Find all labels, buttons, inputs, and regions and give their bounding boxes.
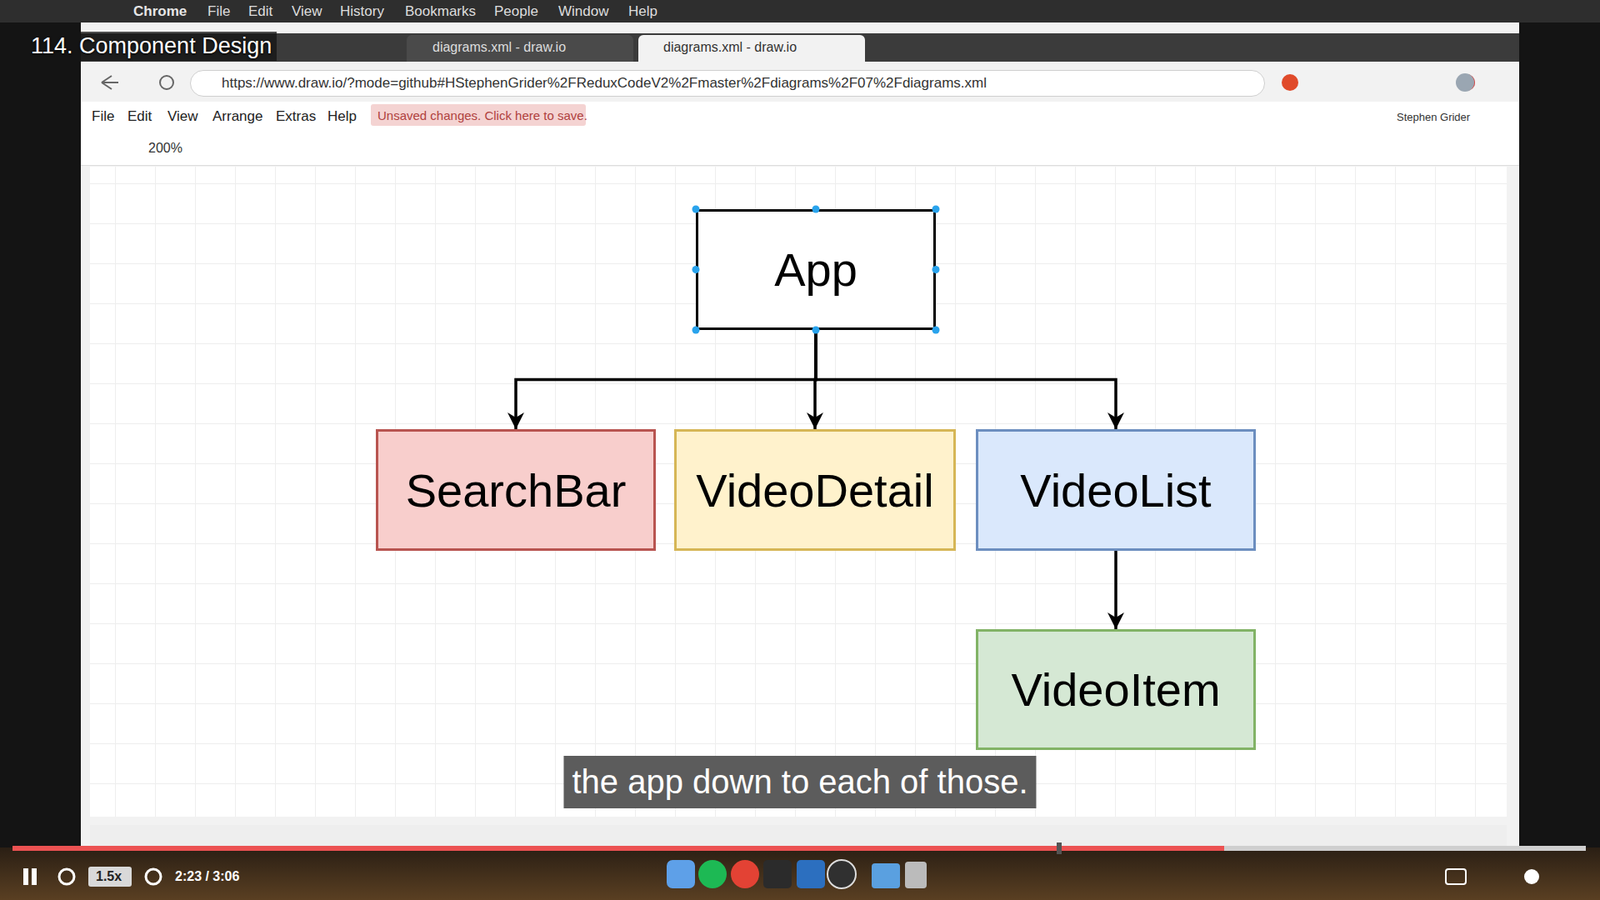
url-text: https://www.draw.io/?mode=github#HStephe… <box>221 75 987 92</box>
os-menu-item: History <box>340 3 385 20</box>
progress-fill <box>12 845 1225 851</box>
mac-menu-bar <box>0 0 1600 23</box>
hierarchy-arrow <box>515 330 816 430</box>
rewind-icon <box>59 869 75 885</box>
pause-icon <box>31 868 37 885</box>
app-menu-item: Extras <box>275 108 316 125</box>
playback-speed: 1.5x <box>95 869 122 885</box>
os-menu-item: Chrome <box>133 3 187 20</box>
component-name: VideoDetail <box>695 463 934 518</box>
root-component-box: App <box>695 209 936 330</box>
os-menu-item: Bookmarks <box>405 3 476 20</box>
component-name: VideoItem <box>1010 662 1220 717</box>
status-notice: Unsaved changes. Click here to save. <box>377 108 588 123</box>
tab-title: diagrams.xml - draw.io <box>663 40 797 55</box>
page-tabs-bar <box>90 825 1507 848</box>
back-icon <box>101 75 119 90</box>
component-box: VideoDetail <box>674 429 956 551</box>
settings-icon <box>1524 869 1540 885</box>
os-menu-item: People <box>494 3 539 20</box>
app-menu-item: Help <box>327 108 357 125</box>
dock-icons <box>666 860 927 889</box>
os-menu-item: File <box>207 3 230 20</box>
resize-handle <box>812 205 820 214</box>
os-menu-item: View <box>291 3 323 20</box>
profile-icon <box>1455 73 1475 92</box>
progress-track <box>12 845 1586 851</box>
component-name: SearchBar <box>405 463 627 518</box>
hierarchy-arrow <box>1114 550 1118 630</box>
video-title: 114. Component Design <box>25 31 277 61</box>
app-menu-item: File <box>91 108 115 125</box>
pause-icon <box>23 868 29 885</box>
component-box: VideoItem <box>975 629 1256 750</box>
hierarchy-arrow <box>815 330 816 430</box>
tab-title: diagrams.xml - draw.io <box>432 40 566 55</box>
resize-handle <box>692 205 700 214</box>
drawio-toolbar <box>80 131 1520 166</box>
component-box: SearchBar <box>375 429 656 551</box>
os-menu-item: Help <box>628 3 658 20</box>
resize-handle <box>932 326 940 335</box>
extension-icon <box>1281 74 1299 91</box>
app-menu-item: Edit <box>127 108 152 125</box>
cc-icon <box>1445 869 1466 885</box>
component-box: VideoList <box>975 429 1256 551</box>
resize-handle <box>932 205 940 214</box>
os-menu-item: Window <box>558 3 609 20</box>
resize-handle <box>692 326 700 335</box>
os-menu-item: Edit <box>248 3 273 20</box>
app-menu-item: Arrange <box>212 108 263 125</box>
resize-handle <box>812 326 820 335</box>
resize-handle <box>932 265 940 274</box>
zoom-level: 200% <box>148 140 183 156</box>
app-menu-item: View <box>167 108 199 125</box>
user-name: Stephen Grider <box>1396 110 1470 124</box>
reload-icon <box>160 75 174 90</box>
forward-icon <box>145 869 161 885</box>
speed-badge <box>88 866 132 887</box>
subtitle-caption: the app down to each of those. <box>563 755 1036 809</box>
component-name: App <box>774 242 858 297</box>
hierarchy-arrow <box>815 330 1116 430</box>
progress-marker <box>1056 842 1062 855</box>
resize-handle <box>692 265 700 274</box>
time-display: 2:23 / 3:06 <box>175 869 240 885</box>
component-name: VideoList <box>1020 463 1211 518</box>
